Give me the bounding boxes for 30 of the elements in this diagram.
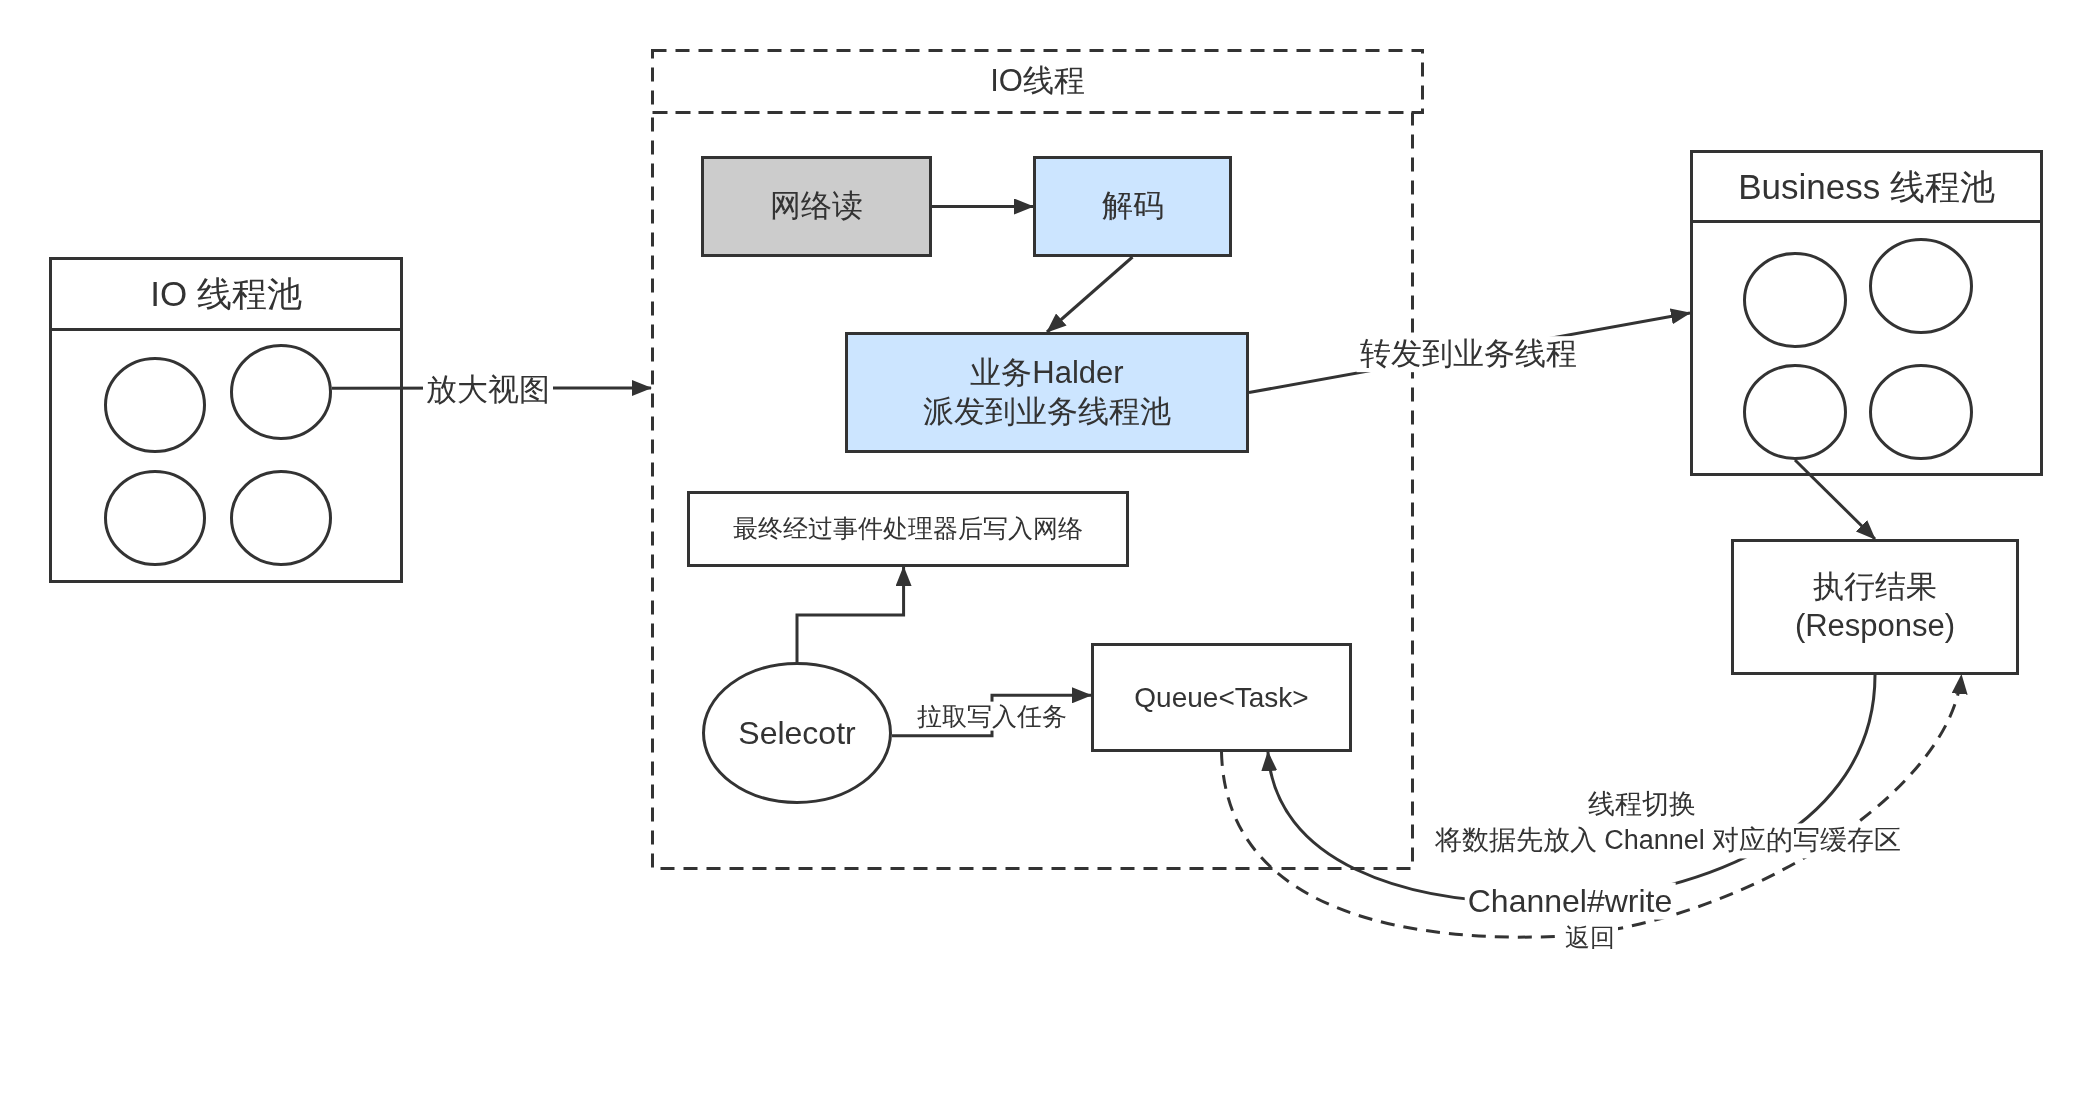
circle (1869, 238, 1973, 334)
process-box: 网络读 (701, 156, 932, 257)
process-ellipse: Selecotr (702, 662, 892, 804)
pool-panel (1690, 150, 2043, 476)
circle (1743, 364, 1847, 460)
edge-label: Channel#write (1464, 882, 1676, 920)
pool-panel (49, 257, 403, 583)
process-box: 执行结果 (Response) (1731, 539, 2019, 675)
pool-title: IO 线程池 (150, 273, 302, 316)
arrow (1793, 458, 1877, 541)
circle (1743, 252, 1847, 348)
edge-label: 放大视图 (423, 372, 553, 408)
edge-label: 返回 (1562, 922, 1618, 952)
circle (104, 357, 206, 453)
dashed-arrow (1220, 674, 1965, 939)
circle (1869, 364, 1973, 460)
process-box: 最终经过事件处理器后写入网络 (687, 491, 1129, 567)
container-title: IO线程 (990, 62, 1085, 101)
dashed-container (651, 49, 1424, 870)
circle (104, 470, 206, 566)
pool-title: Business 线程池 (1738, 165, 1995, 208)
arrow (1046, 255, 1134, 334)
process-box: 业务Halder 派发到业务线程池 (845, 332, 1249, 453)
arrow (932, 198, 1034, 215)
process-box: Queue<Task> (1091, 643, 1352, 752)
arrow (892, 687, 1092, 738)
circle (230, 470, 332, 566)
arrow (795, 566, 912, 662)
circle (230, 344, 332, 440)
process-box: 解码 (1033, 156, 1232, 257)
